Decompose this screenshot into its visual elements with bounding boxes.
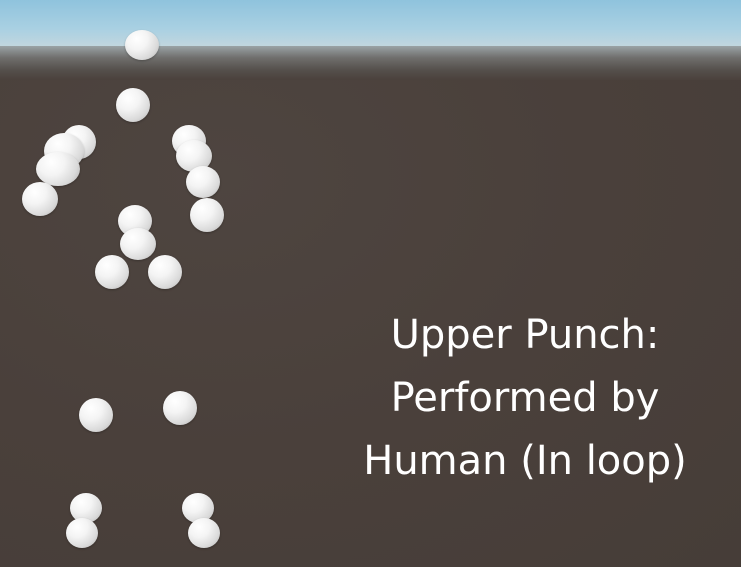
caption-line-1: Upper Punch: — [390, 312, 660, 358]
joint-right-forearm — [186, 166, 220, 198]
caption-line-2: Performed by — [390, 375, 660, 421]
joint-right-knee — [163, 391, 197, 425]
joint-left-foot — [66, 518, 98, 548]
caption-line-3: Human (In loop) — [363, 438, 687, 484]
joint-neck — [116, 88, 150, 122]
ground-plane — [0, 80, 741, 567]
joint-left-forearm — [36, 152, 80, 186]
joint-head — [125, 30, 159, 60]
joint-right-hip — [148, 255, 182, 289]
joint-left-hand — [22, 182, 58, 216]
horizon — [0, 46, 741, 80]
joint-right-foot — [188, 518, 220, 548]
joint-right-hand — [190, 198, 224, 232]
joint-left-hip — [95, 255, 129, 289]
joint-pelvis — [120, 228, 156, 260]
sky — [0, 0, 741, 52]
caption-text: Upper Punch: Performed by Human (In loop… — [335, 304, 715, 493]
joint-left-knee — [79, 398, 113, 432]
